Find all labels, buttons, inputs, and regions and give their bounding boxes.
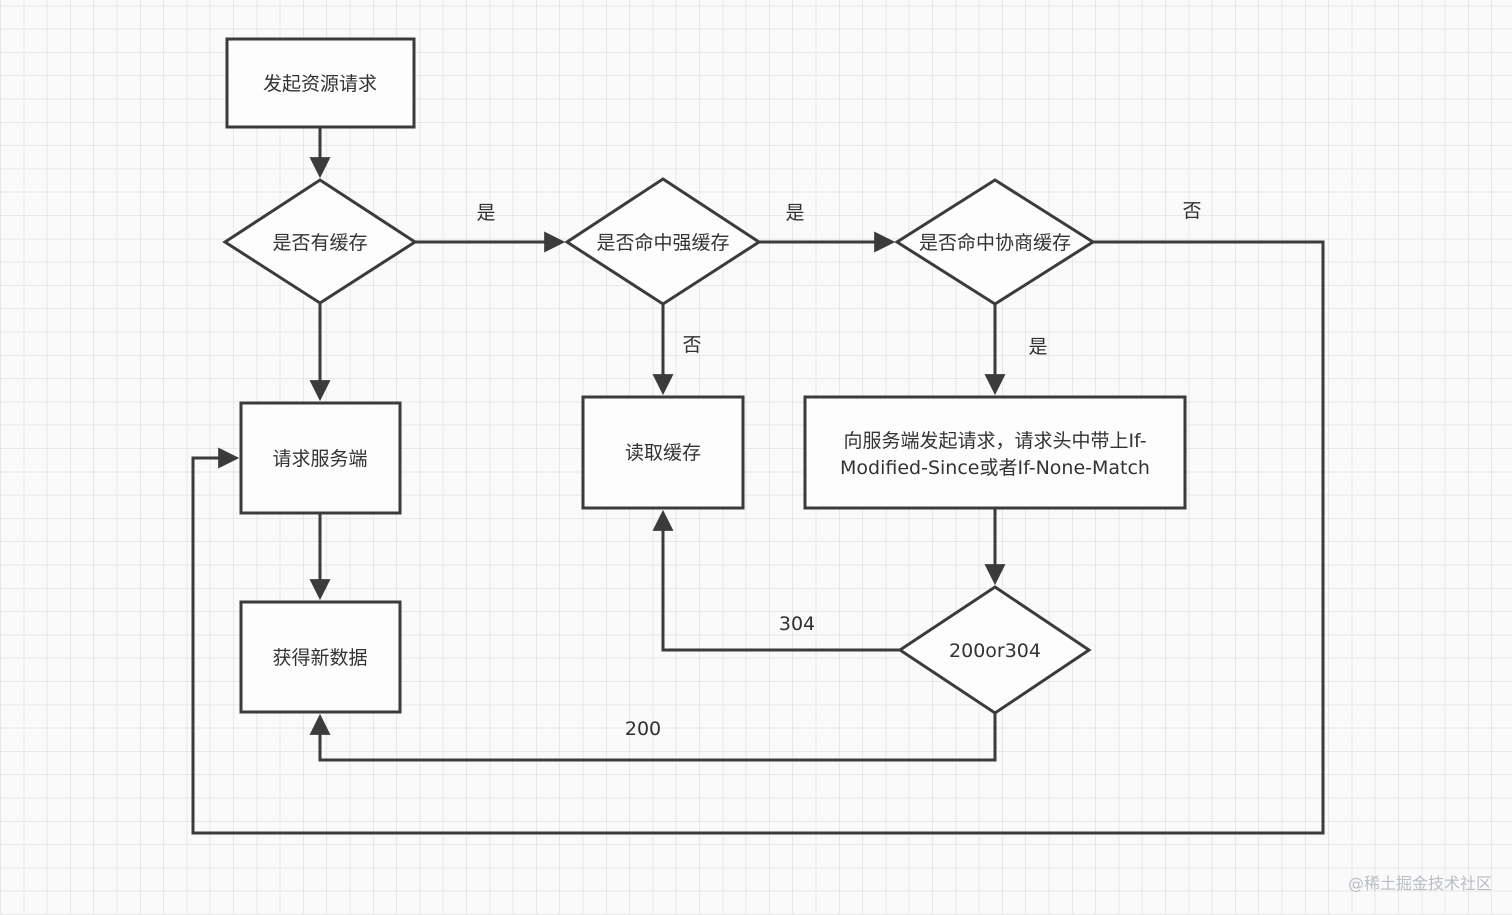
node-new-data-box [239,600,402,714]
edge-label-strong-cache-yes: 是 [785,202,804,224]
edge-status-200-to-new-data [309,713,997,762]
node-new-data-label: 获得新数据 [272,647,367,669]
node-read-cache-box [581,395,745,510]
node-request-server-label: 请求服务端 [272,448,367,470]
edge-labels: 是 是 否 否 是 304 200 [476,200,1201,740]
node-read-cache-label: 读取缓存 [625,442,701,464]
edge-nego-cache-no-loop-to-request-server [191,240,1325,835]
node-has-cache-label: 是否有缓存 [272,232,367,254]
node-nego-cache-label: 是否命中协商缓存 [919,232,1071,254]
node-start-request-box [225,37,416,129]
node-status-code-diamond [897,585,1092,715]
node-strong-cache-label: 是否命中强缓存 [596,232,729,254]
edges [191,127,1325,835]
node-has-cache-diamond [222,178,418,305]
edge-label-nego-cache-yes: 是 [1028,336,1047,358]
node-status-code-label: 200or304 [949,640,1041,662]
edge-label-has-cache-yes: 是 [476,202,495,224]
edge-label-nego-cache-no: 否 [1182,200,1201,222]
node-request-headers-box [803,395,1187,510]
watermark-text: @稀土掘金技术社区 [1348,874,1492,893]
edge-label-status-200: 200 [625,718,661,740]
nodes: 发起资源请求 是否有缓存 是否命中强缓存 是否命中协商缓存 请求服务端 读取缓存… [222,37,1187,715]
node-request-headers-label-line2: Modified-Since或者If-None-Match [840,457,1150,479]
edge-status-304-to-read-cache [652,509,900,652]
node-nego-cache-diamond [894,178,1096,306]
node-strong-cache-diamond [564,177,762,306]
node-start-request-label: 发起资源请求 [263,73,377,95]
edge-label-strong-cache-no: 否 [682,334,701,356]
node-request-server-box [239,401,402,515]
node-request-headers-label-line1: 向服务端发起请求，请求头中带上If- [843,430,1146,452]
edge-label-status-304: 304 [779,613,815,635]
